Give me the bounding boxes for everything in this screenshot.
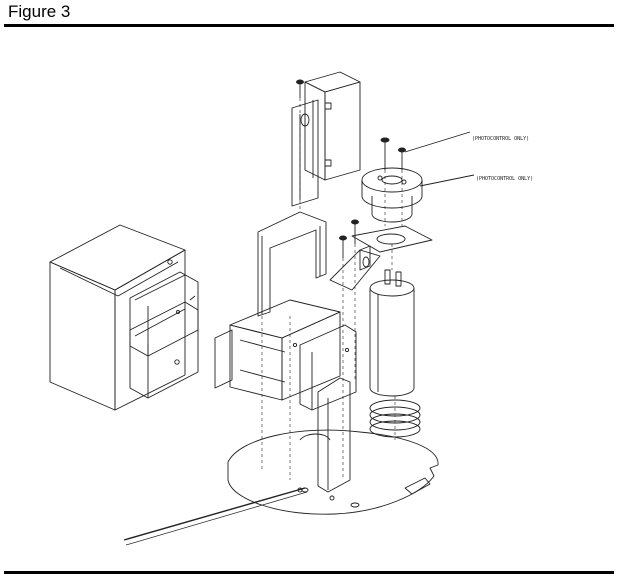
ballast-core-center bbox=[214, 299, 357, 411]
assembly-lines bbox=[261, 98, 403, 480]
screw-photocontrol-1 bbox=[380, 137, 390, 170]
screw-photocontrol-2 bbox=[398, 147, 406, 170]
screw-bracket-2 bbox=[339, 235, 347, 258]
ballast-core-left bbox=[49, 224, 199, 411]
screw-top bbox=[296, 79, 304, 98]
callout-photocontrol-lower: (PHOTOCONTROL ONLY) bbox=[476, 176, 533, 182]
igniter-coil bbox=[369, 399, 421, 438]
gasket-plate bbox=[351, 225, 433, 253]
terminal-box bbox=[304, 71, 361, 181]
base-plate bbox=[227, 429, 439, 515]
mounting-post bbox=[317, 377, 351, 493]
main-bracket bbox=[257, 211, 327, 317]
photocontrol-receptacle bbox=[361, 167, 423, 223]
screw-bracket-1 bbox=[351, 219, 359, 244]
capacitor bbox=[369, 269, 415, 397]
capacitor-bracket bbox=[329, 245, 381, 291]
bottom-rule bbox=[4, 571, 614, 574]
lead-wire bbox=[123, 487, 309, 546]
figure-title: Figure 3 bbox=[8, 2, 71, 21]
top-rule bbox=[4, 24, 614, 27]
callout-photocontrol-upper: (PHOTOCONTROL ONLY) bbox=[472, 136, 529, 142]
